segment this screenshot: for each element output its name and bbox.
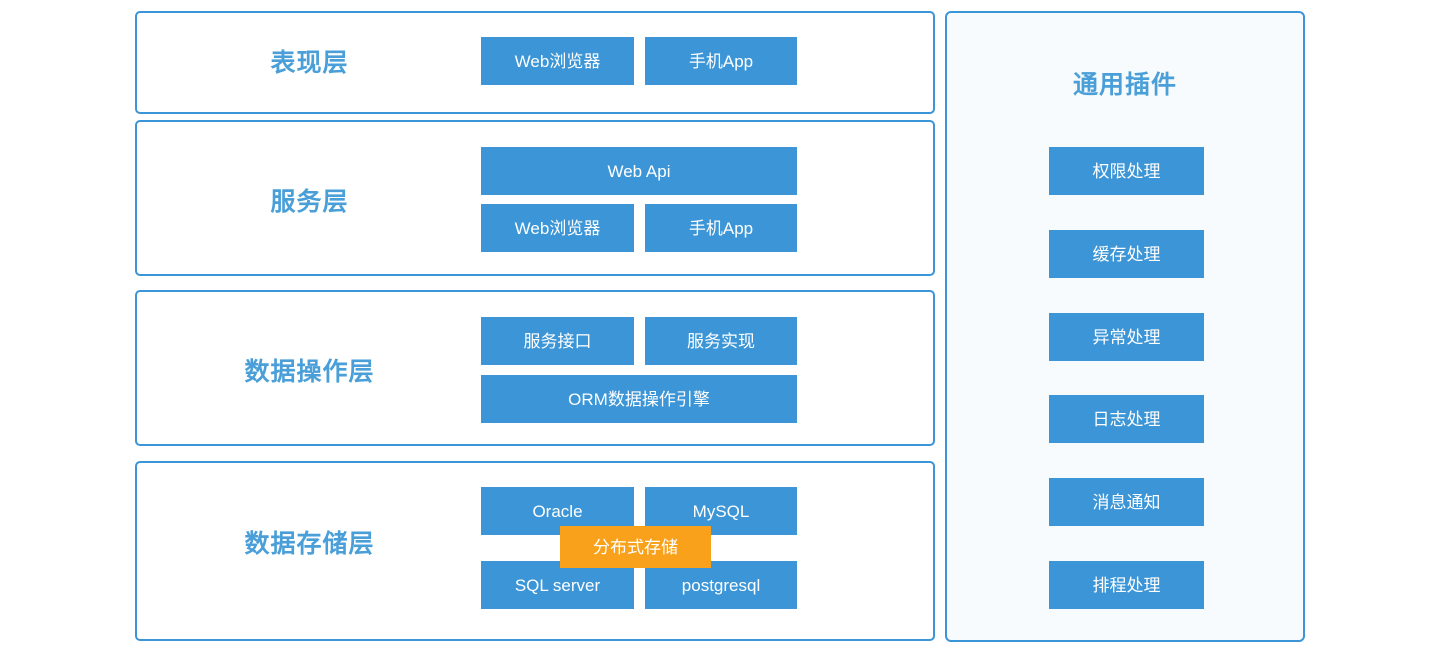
plugin-panel-title: 通用插件 — [1072, 71, 1177, 99]
component-box[interactable]: 手机App — [645, 204, 797, 252]
plugin-item[interactable]: 异常处理 — [1049, 313, 1204, 361]
layer-presentation: 表现层 — [135, 11, 935, 114]
component-box[interactable]: Web浏览器 — [481, 204, 634, 252]
layer-title-presentation: 表现层 — [270, 49, 349, 77]
layer-title-data-storage: 数据存储层 — [244, 530, 375, 558]
plugin-item[interactable]: 缓存处理 — [1049, 230, 1204, 278]
component-box[interactable]: SQL server — [481, 561, 634, 609]
layer-service: 服务层 — [135, 120, 935, 276]
plugin-panel: 通用插件 权限处理缓存处理异常处理日志处理消息通知排程处理 — [945, 11, 1305, 642]
plugin-item[interactable]: 权限处理 — [1049, 147, 1204, 195]
component-box[interactable]: postgresql — [645, 561, 797, 609]
plugin-item[interactable]: 消息通知 — [1049, 478, 1204, 526]
component-box[interactable]: Web Api — [481, 147, 797, 195]
distributed-storage-overlay-box[interactable]: 分布式存储 — [560, 526, 711, 568]
component-box[interactable]: ORM数据操作引擎 — [481, 375, 797, 423]
component-box[interactable]: 手机App — [645, 37, 797, 85]
plugin-item[interactable]: 日志处理 — [1049, 395, 1204, 443]
layer-title-data-operation: 数据操作层 — [244, 358, 375, 386]
component-box[interactable]: Web浏览器 — [481, 37, 634, 85]
plugin-item[interactable]: 排程处理 — [1049, 561, 1204, 609]
component-box[interactable]: 服务接口 — [481, 317, 634, 365]
layer-title-service: 服务层 — [270, 188, 349, 216]
component-box[interactable]: 服务实现 — [645, 317, 797, 365]
